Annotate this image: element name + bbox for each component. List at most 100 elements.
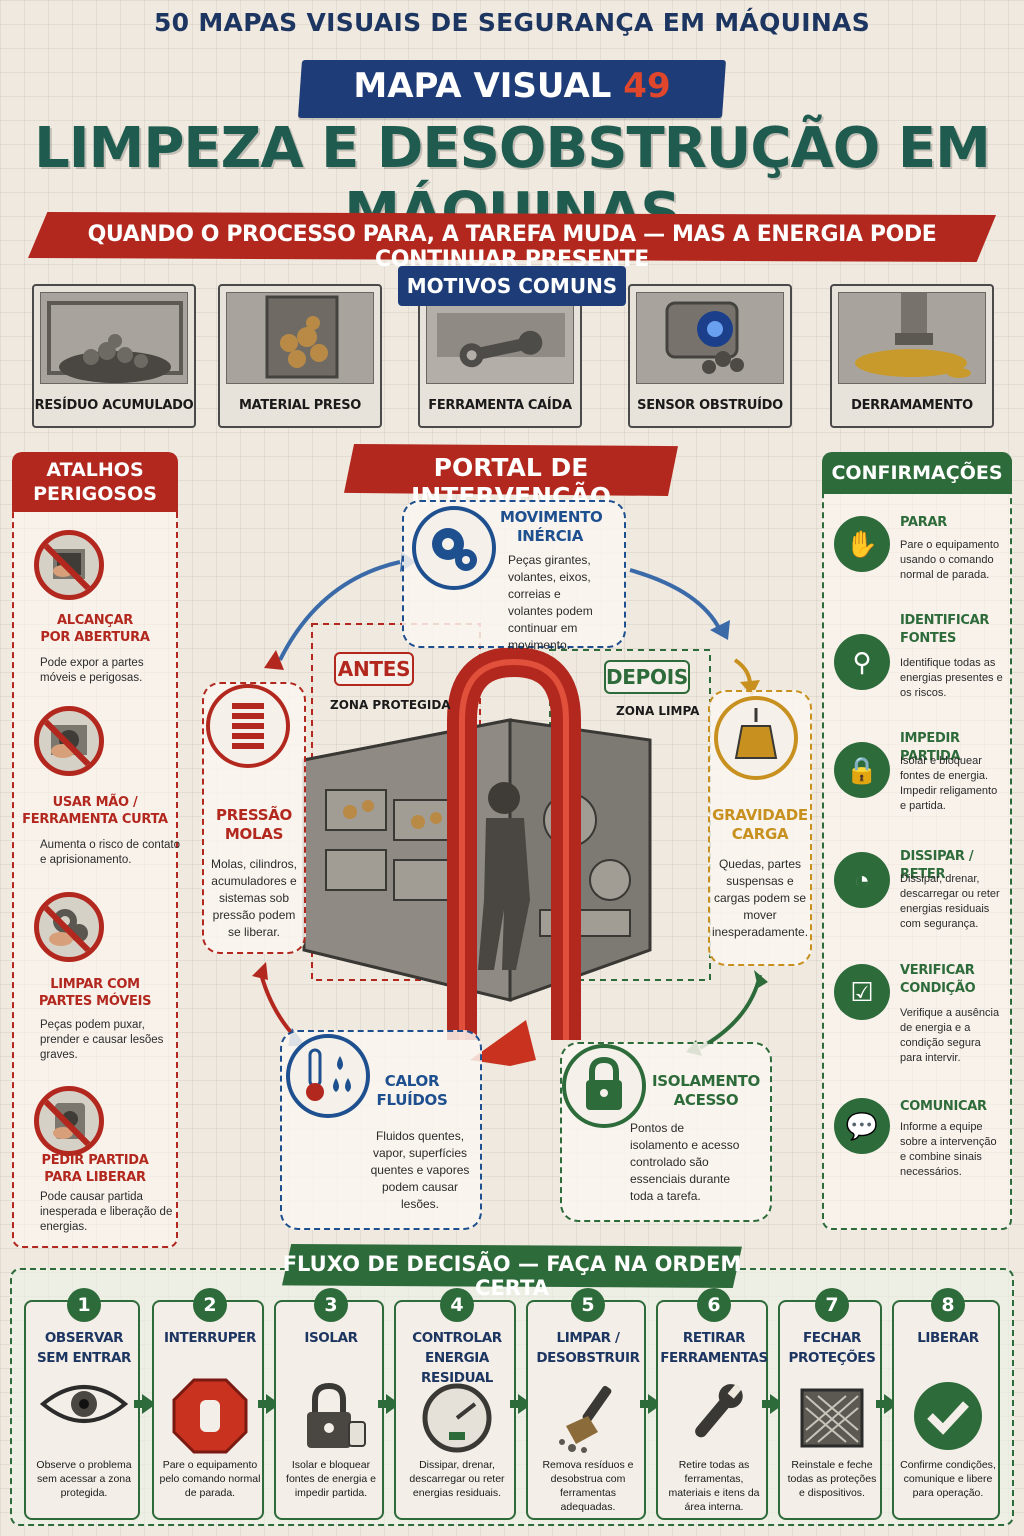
confirm-title-line1: DISSIPAR / RETER	[900, 849, 974, 882]
flow-banner	[282, 1244, 742, 1288]
lock-tag-icon	[276, 1376, 386, 1461]
eye-icon	[26, 1376, 142, 1437]
atalho-title-line2: POR ABERTURA	[40, 630, 150, 645]
wrench-icon	[658, 1376, 770, 1461]
energy-title-line2: FLUÍDOS	[376, 1091, 448, 1109]
magnifier-icon: ⚲	[834, 634, 890, 690]
flow-step-text: Retire todas as ferramentas, materiais e…	[668, 1459, 760, 1513]
check-circle-icon	[894, 1376, 1002, 1461]
antes-zone-label: ZONA PROTEGIDA	[330, 698, 451, 712]
energy-title: ISOLAMENTO ACESSO	[650, 1072, 762, 1110]
hand-tool-icon	[34, 706, 104, 776]
atalho-title-line1: LIMPAR COM	[50, 977, 140, 992]
gauge-icon	[396, 1376, 518, 1461]
brush-icon	[528, 1376, 648, 1461]
confirm-text: Identifique todas as energias presentes …	[900, 657, 1003, 699]
motivo-card: MATERIAL PRESO	[218, 284, 382, 428]
antes-tag: ANTES	[334, 652, 414, 686]
flow-step-title-line1: ISOLAR	[304, 1330, 358, 1346]
flow-step-title: LIBERAR	[894, 1328, 1002, 1348]
atalho-text: Aumenta o risco de contato e aprisioname…	[40, 839, 180, 866]
energy-title-line2: INÉRCIA	[516, 527, 584, 545]
atalho-text: Pode expor a partes móveis e perigosas.	[40, 657, 144, 684]
debris-pile-icon	[40, 292, 188, 384]
energy-title: MOVIMENTO INÉRCIA	[500, 508, 603, 546]
motivo-card: FERRAMENTA CAÍDA	[418, 284, 582, 428]
flow-title: FLUXO DE DECISÃO — FAÇA NA ORDEM CERTA	[282, 1252, 742, 1300]
gears-hand-icon	[34, 892, 104, 962]
flow-step-title-line2: PROTEÇÕES	[788, 1350, 876, 1366]
blocked-sensor-icon	[636, 292, 784, 384]
confirm-title-line2: CONDIÇÃO	[900, 981, 976, 996]
atalho-title: ALCANÇAR POR ABERTURA	[20, 612, 170, 646]
atalho-title-line1: PEDIR PARTIDA	[41, 1153, 149, 1168]
atalhos-title-line2: PERIGOSOS	[33, 483, 157, 505]
energy-title: PRESSÃO MOLAS	[206, 806, 302, 844]
confirm-title: IMPEDIR PARTIDA	[900, 730, 1000, 766]
flow-step-title-line1: INTERRUPER	[163, 1330, 257, 1346]
confirm-title-line1: IMPEDIR PARTIDA	[900, 731, 961, 764]
series-title: 50 MAPAS VISUAIS DE SEGURANÇA EM MÁQUINA…	[153, 8, 871, 37]
flow-step-text: Confirme condições, comunique e libere p…	[900, 1459, 996, 1499]
flow-step-number: 3	[314, 1288, 348, 1322]
speech-bubble-icon: 💬	[834, 1098, 890, 1154]
confirm-text: Verifique a ausência de energia e a cond…	[900, 1007, 1000, 1064]
atalho-title-line1: USAR MÃO /	[52, 795, 138, 810]
flow-step-title: CONTROLAR ENERGIA RESIDUAL	[396, 1328, 518, 1388]
confirm-title-line1: COMUNICAR	[900, 1099, 987, 1114]
flow-step-number: 7	[815, 1288, 849, 1322]
confirm-title: PARAR	[900, 514, 1000, 532]
energy-text: Peças girantes, volantes, eixos, correia…	[508, 553, 593, 652]
gears-icon	[412, 506, 496, 590]
map-label-text: MAPA VISUAL	[353, 66, 612, 106]
flow-step-title-line2: ENERGIA RESIDUAL	[421, 1350, 493, 1386]
confirm-title-line2: FONTES	[900, 631, 957, 646]
energy-title-line2: ACESSO	[673, 1091, 739, 1109]
atalho-title-line2: PARTES MÓVEIS	[38, 994, 152, 1009]
energy-title-line1: CALOR	[384, 1072, 440, 1090]
flow-step-title: INTERRUPER	[154, 1328, 266, 1348]
guard-icon	[780, 1376, 884, 1461]
jammed-material-icon	[226, 292, 374, 384]
gauge-icon: ◔	[834, 852, 890, 908]
energy-title-line2: MOLAS	[224, 825, 284, 843]
flow-step-number: 6	[697, 1288, 731, 1322]
flow-step-number: 4	[440, 1288, 474, 1322]
flow-step-number: 5	[571, 1288, 605, 1322]
flow-step-title: ISOLAR	[276, 1328, 386, 1348]
confirm-title: VERIFICAR CONDIÇÃO	[900, 962, 1000, 998]
energy-title-line1: ISOLAMENTO	[651, 1072, 760, 1090]
padlock-icon: 🔒	[834, 742, 890, 798]
flow-step-number: 2	[193, 1288, 227, 1322]
wrench-icon	[426, 292, 574, 384]
energy-text: Quedas, partes suspensas e cargas podem …	[712, 857, 809, 939]
energy-title: GRAVIDADE CARGA	[712, 806, 808, 844]
flow-step-text: Remova resíduos e desobstrua com ferrame…	[542, 1459, 634, 1513]
motivo-card: RESÍDUO ACUMULADO	[32, 284, 196, 428]
flow-step-title-line2: DESOBSTRUIR	[536, 1350, 640, 1366]
confirmacoes-title: CONFIRMAÇÕES	[822, 452, 1012, 494]
start-button-icon	[34, 1086, 104, 1156]
energy-text: Pontos de isolamento e acesso controlado…	[630, 1121, 740, 1203]
motivo-label: DERRAMAMENTO	[851, 398, 973, 413]
portal-banner	[344, 444, 678, 496]
spill-icon	[838, 292, 986, 384]
confirm-text: Isolar e bloquear fontes de energia. Imp…	[900, 755, 998, 812]
confirm-text: Pare o equipamento usando o comando norm…	[900, 539, 1000, 581]
subtitle-strip	[28, 212, 996, 262]
depois-tag: DEPOIS	[604, 660, 690, 694]
spring-icon	[206, 684, 290, 768]
flow-step-title-line1: CONTROLAR	[412, 1330, 502, 1346]
flow-step-title-line1: OBSERVAR	[44, 1330, 124, 1346]
energy-title-line1: GRAVIDADE	[712, 806, 808, 824]
confirm-title: IDENTIFICAR FONTES	[900, 612, 1000, 648]
padlock-icon	[562, 1044, 646, 1128]
